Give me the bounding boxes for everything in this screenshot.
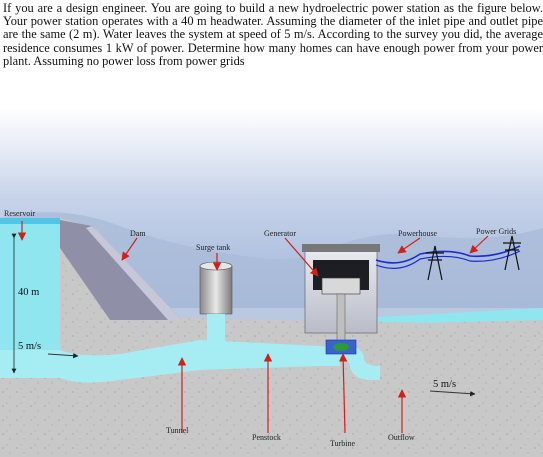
tunnel-water [0,340,340,383]
dam-face [86,226,182,320]
turbine-runner [333,343,349,351]
power-tower-1 [426,245,444,281]
label-dam: Dam [130,229,146,238]
label-turbine: Turbine [330,439,355,448]
label-outflow: Outflow [388,433,415,442]
label-reservoir: Reservoir [4,209,35,218]
problem-statement: If you are a design engineer. You are go… [3,1,543,68]
power-tower-2 [503,235,521,271]
hydroelectric-diagram: Reservoir Dam Surge tank Generator Power… [0,108,543,457]
label-tunnel: Tunnel [166,426,189,435]
reservoir-surface [0,218,60,224]
label-generator: Generator [264,229,296,238]
surge-tank [199,265,233,315]
label-headwater: 40 m [18,287,39,298]
generator-shaft [336,293,346,343]
pointer-arrows [17,221,489,434]
label-inlet-speed: 5 m/s [18,341,41,352]
powerhouse-roof [302,244,380,252]
generator [321,277,361,295]
label-outlet-speed: 5 m/s [433,379,456,390]
surge-tank-top [199,261,233,271]
label-powerhouse: Powerhouse [398,229,438,238]
inlet-speed-arrow [47,352,79,359]
power-line-2 [375,250,521,269]
label-surge-tank: Surge tank [196,243,230,252]
outlet-speed-arrow [429,390,476,397]
surge-tank-shaft [207,314,225,344]
label-power-grids: Power Grids [476,227,516,236]
label-penstock: Penstock [252,433,281,442]
power-line [375,245,521,264]
